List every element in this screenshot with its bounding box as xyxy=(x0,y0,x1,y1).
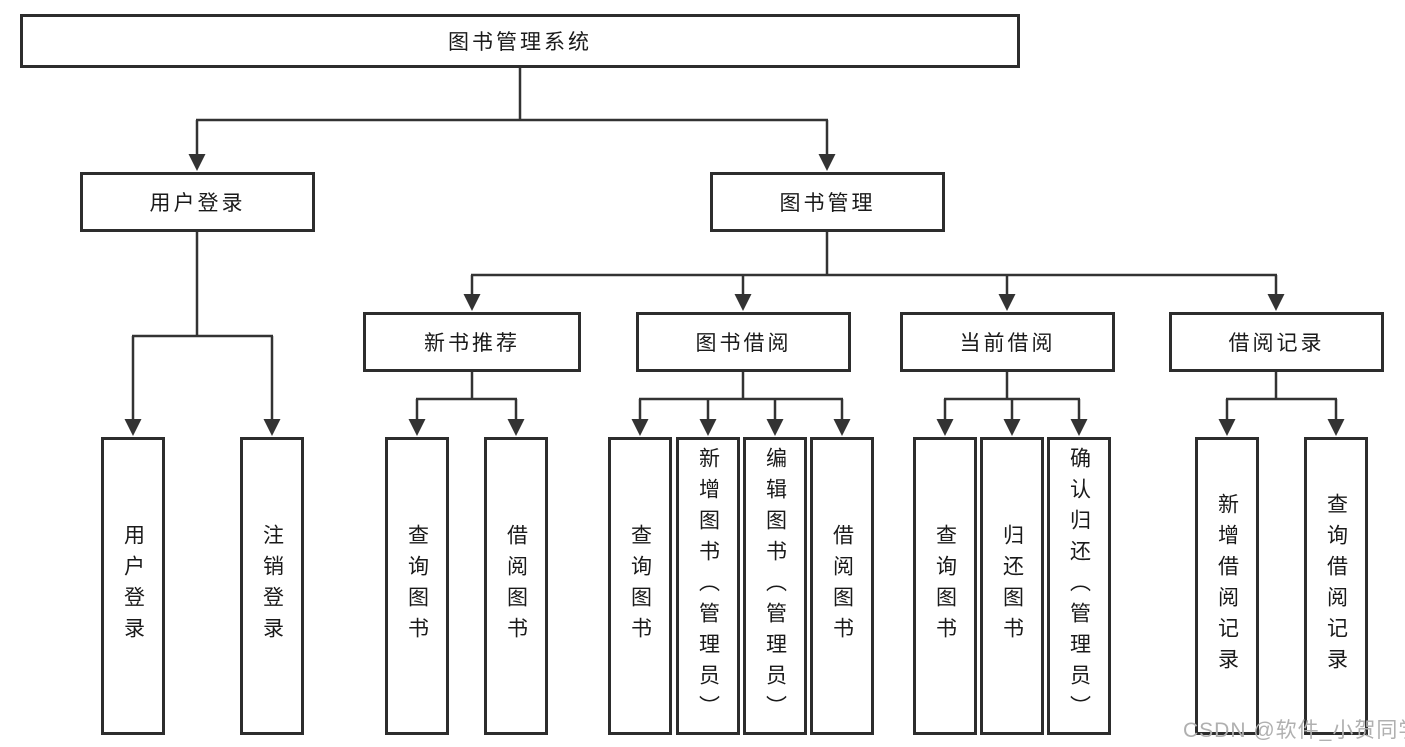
leaf-logout-label: 注销登录 xyxy=(260,524,284,648)
leaf-return-books-label: 归还图书 xyxy=(1000,524,1024,648)
connector-recommend-to-leaves xyxy=(415,372,518,423)
node-library-system-label: 图书管理系统 xyxy=(448,31,592,54)
node-book-management: 图书管理 xyxy=(710,172,945,232)
connector-borrowing-to-leaves xyxy=(638,372,844,423)
leaf-borrow-books-borrowing-label: 借阅图书 xyxy=(830,524,854,648)
leaf-return-books: 归还图书 xyxy=(980,437,1044,735)
leaf-query-borrow-record-label: 查询借阅记录 xyxy=(1324,493,1348,679)
leaf-borrow-books-borrowing: 借阅图书 xyxy=(810,437,874,735)
leaf-query-books-current: 查询图书 xyxy=(913,437,977,735)
node-borrowing-records-label: 借阅记录 xyxy=(1228,332,1325,355)
leaf-query-borrow-record: 查询借阅记录 xyxy=(1304,437,1368,735)
node-current-borrowing-label: 当前借阅 xyxy=(959,332,1056,355)
leaf-query-books-borrowing: 查询图书 xyxy=(608,437,672,735)
leaf-add-borrow-record-label: 新增借阅记录 xyxy=(1215,493,1239,679)
node-user-login: 用户登录 xyxy=(80,172,315,232)
connector-records-to-leaves xyxy=(1225,372,1338,423)
leaf-logout: 注销登录 xyxy=(240,437,304,735)
leaf-add-borrow-record: 新增借阅记录 xyxy=(1195,437,1259,735)
leaf-add-book-admin-label: 新增图书（管理员） xyxy=(696,446,720,726)
node-book-management-label: 图书管理 xyxy=(779,192,876,215)
leaf-query-books-recommend: 查询图书 xyxy=(385,437,449,735)
node-new-book-recommendation: 新书推荐 xyxy=(363,312,581,372)
node-new-book-recommendation-label: 新书推荐 xyxy=(424,332,520,355)
leaf-query-books-recommend-label: 查询图书 xyxy=(405,524,429,648)
leaf-add-book-admin: 新增图书（管理员） xyxy=(676,437,740,735)
csdn-watermark: CSDN @软件_小贺同学 xyxy=(1183,719,1405,742)
connector-userlogin-to-leaves xyxy=(131,232,274,423)
leaf-confirm-return-admin-label: 确认归还（管理员） xyxy=(1067,446,1091,726)
node-book-borrowing: 图书借阅 xyxy=(636,312,851,372)
node-book-borrowing-label: 图书借阅 xyxy=(695,332,792,355)
leaf-borrow-books-recommend: 借阅图书 xyxy=(484,437,548,735)
leaf-edit-book-admin: 编辑图书（管理员） xyxy=(743,437,807,735)
node-borrowing-records: 借阅记录 xyxy=(1169,312,1384,372)
leaf-edit-book-admin-label: 编辑图书（管理员） xyxy=(763,446,787,726)
leaf-borrow-books-recommend-label: 借阅图书 xyxy=(504,524,528,648)
node-library-system: 图书管理系统 xyxy=(20,14,1020,68)
connector-current-to-leaves xyxy=(943,372,1081,423)
connector-root-to-level2 xyxy=(195,67,829,158)
leaf-query-books-borrowing-label: 查询图书 xyxy=(628,524,652,648)
leaf-user-login-label: 用户登录 xyxy=(121,524,145,648)
leaf-confirm-return-admin: 确认归还（管理员） xyxy=(1047,437,1111,735)
node-user-login-label: 用户登录 xyxy=(149,192,246,215)
node-current-borrowing: 当前借阅 xyxy=(900,312,1115,372)
leaf-user-login: 用户登录 xyxy=(101,437,165,735)
connector-bookmgmt-to-level3 xyxy=(470,232,1278,298)
arrow-down-icons xyxy=(124,154,1345,436)
leaf-query-books-current-label: 查询图书 xyxy=(933,524,957,648)
